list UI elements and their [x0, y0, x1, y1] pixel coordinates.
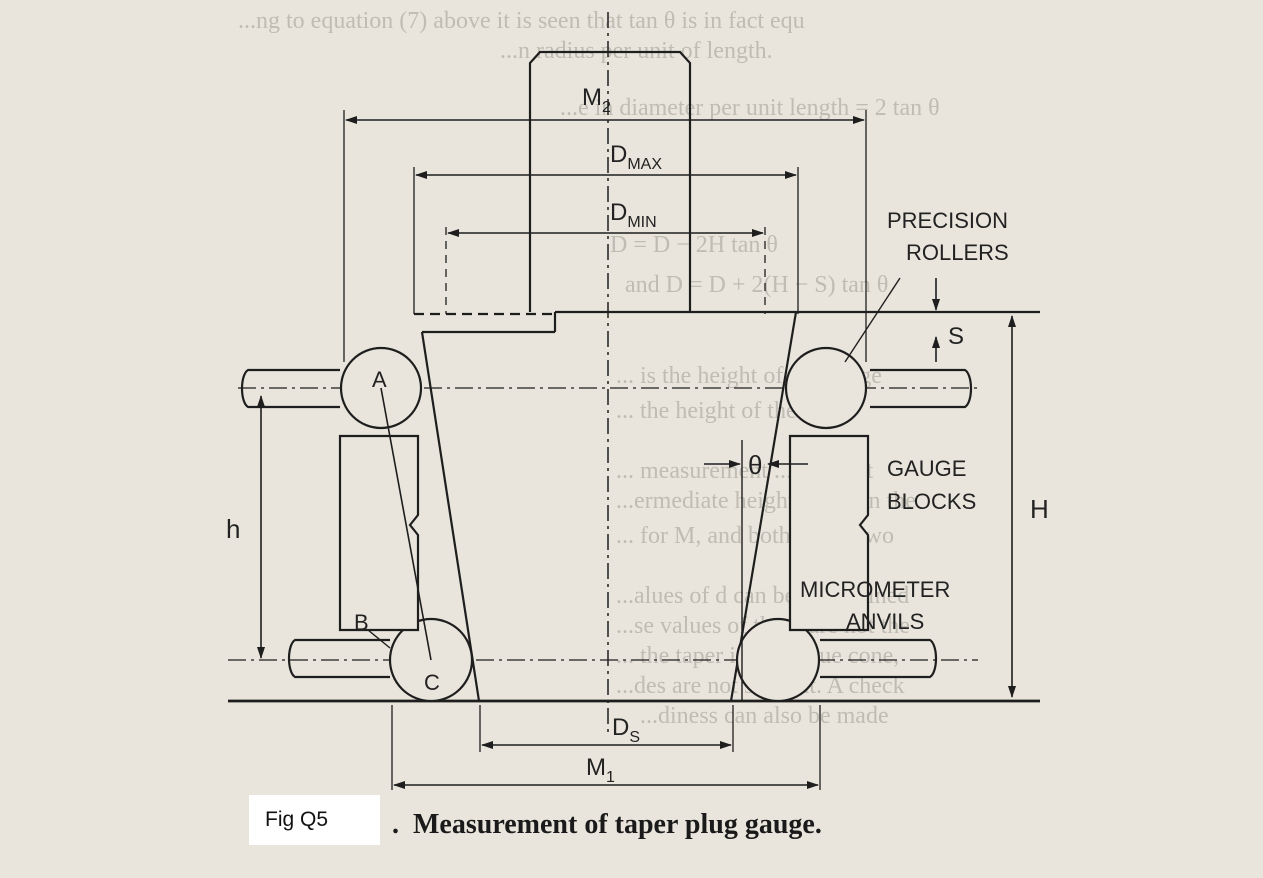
label-dmin: DMIN — [610, 199, 657, 231]
label-precision-rollers-line2: ROLLERS — [906, 240, 1009, 265]
label-theta: θ — [748, 450, 762, 480]
label-gauge-blocks-line1: GAUGE — [887, 456, 966, 481]
bg-line: ...e in diameter per unit length = 2 tan… — [560, 95, 940, 121]
label-h-big: H — [1030, 494, 1049, 524]
label-gauge-blocks-line2: BLOCKS — [887, 489, 976, 514]
bg-line: and D = D + 2(H − S) tan θ — [625, 272, 888, 298]
label-dmax: DMAX — [610, 141, 662, 173]
caption-title: Measurement of taper plug gauge. — [413, 809, 822, 840]
caption-dot: . — [392, 809, 399, 840]
label-h-small: h — [226, 514, 240, 544]
leader-b — [367, 629, 391, 649]
label-micrometer-anvils-line1: MICROMETER — [800, 577, 950, 602]
label-micrometer-anvils-line2: ANVILS — [846, 609, 924, 634]
figure-reference-label: Fig Q5 — [249, 795, 380, 845]
label-m2: M2 — [582, 84, 611, 116]
gauge-block-right — [788, 434, 870, 632]
anvil-left-lower — [287, 638, 390, 679]
bg-line: ...ng to equation (7) above it is seen t… — [238, 8, 805, 34]
roller-bottom-right — [735, 617, 821, 703]
plug-stem — [528, 50, 692, 312]
anvil-left-upper — [240, 368, 340, 409]
label-ds: DS — [612, 714, 640, 746]
bg-line: D = D − 2H tan θ — [610, 232, 778, 258]
label-m1: M1 — [586, 754, 615, 786]
label-a: A — [372, 367, 387, 392]
anvil-right-lower — [820, 638, 938, 679]
leader-precision-rollers — [844, 277, 901, 363]
roller-top-right — [784, 346, 868, 430]
line-a-c — [380, 387, 432, 661]
anvil-right-upper — [870, 368, 973, 409]
gauge-block-left — [338, 434, 420, 632]
label-b: B — [354, 610, 369, 635]
figure-reference-text: Fig Q5 — [265, 808, 329, 831]
label-s: S — [948, 323, 964, 350]
label-precision-rollers-line1: PRECISION — [887, 208, 1008, 233]
taper-left-side — [420, 331, 481, 702]
label-c: C — [424, 670, 440, 695]
bg-line: ...diness can also be made — [640, 703, 889, 729]
